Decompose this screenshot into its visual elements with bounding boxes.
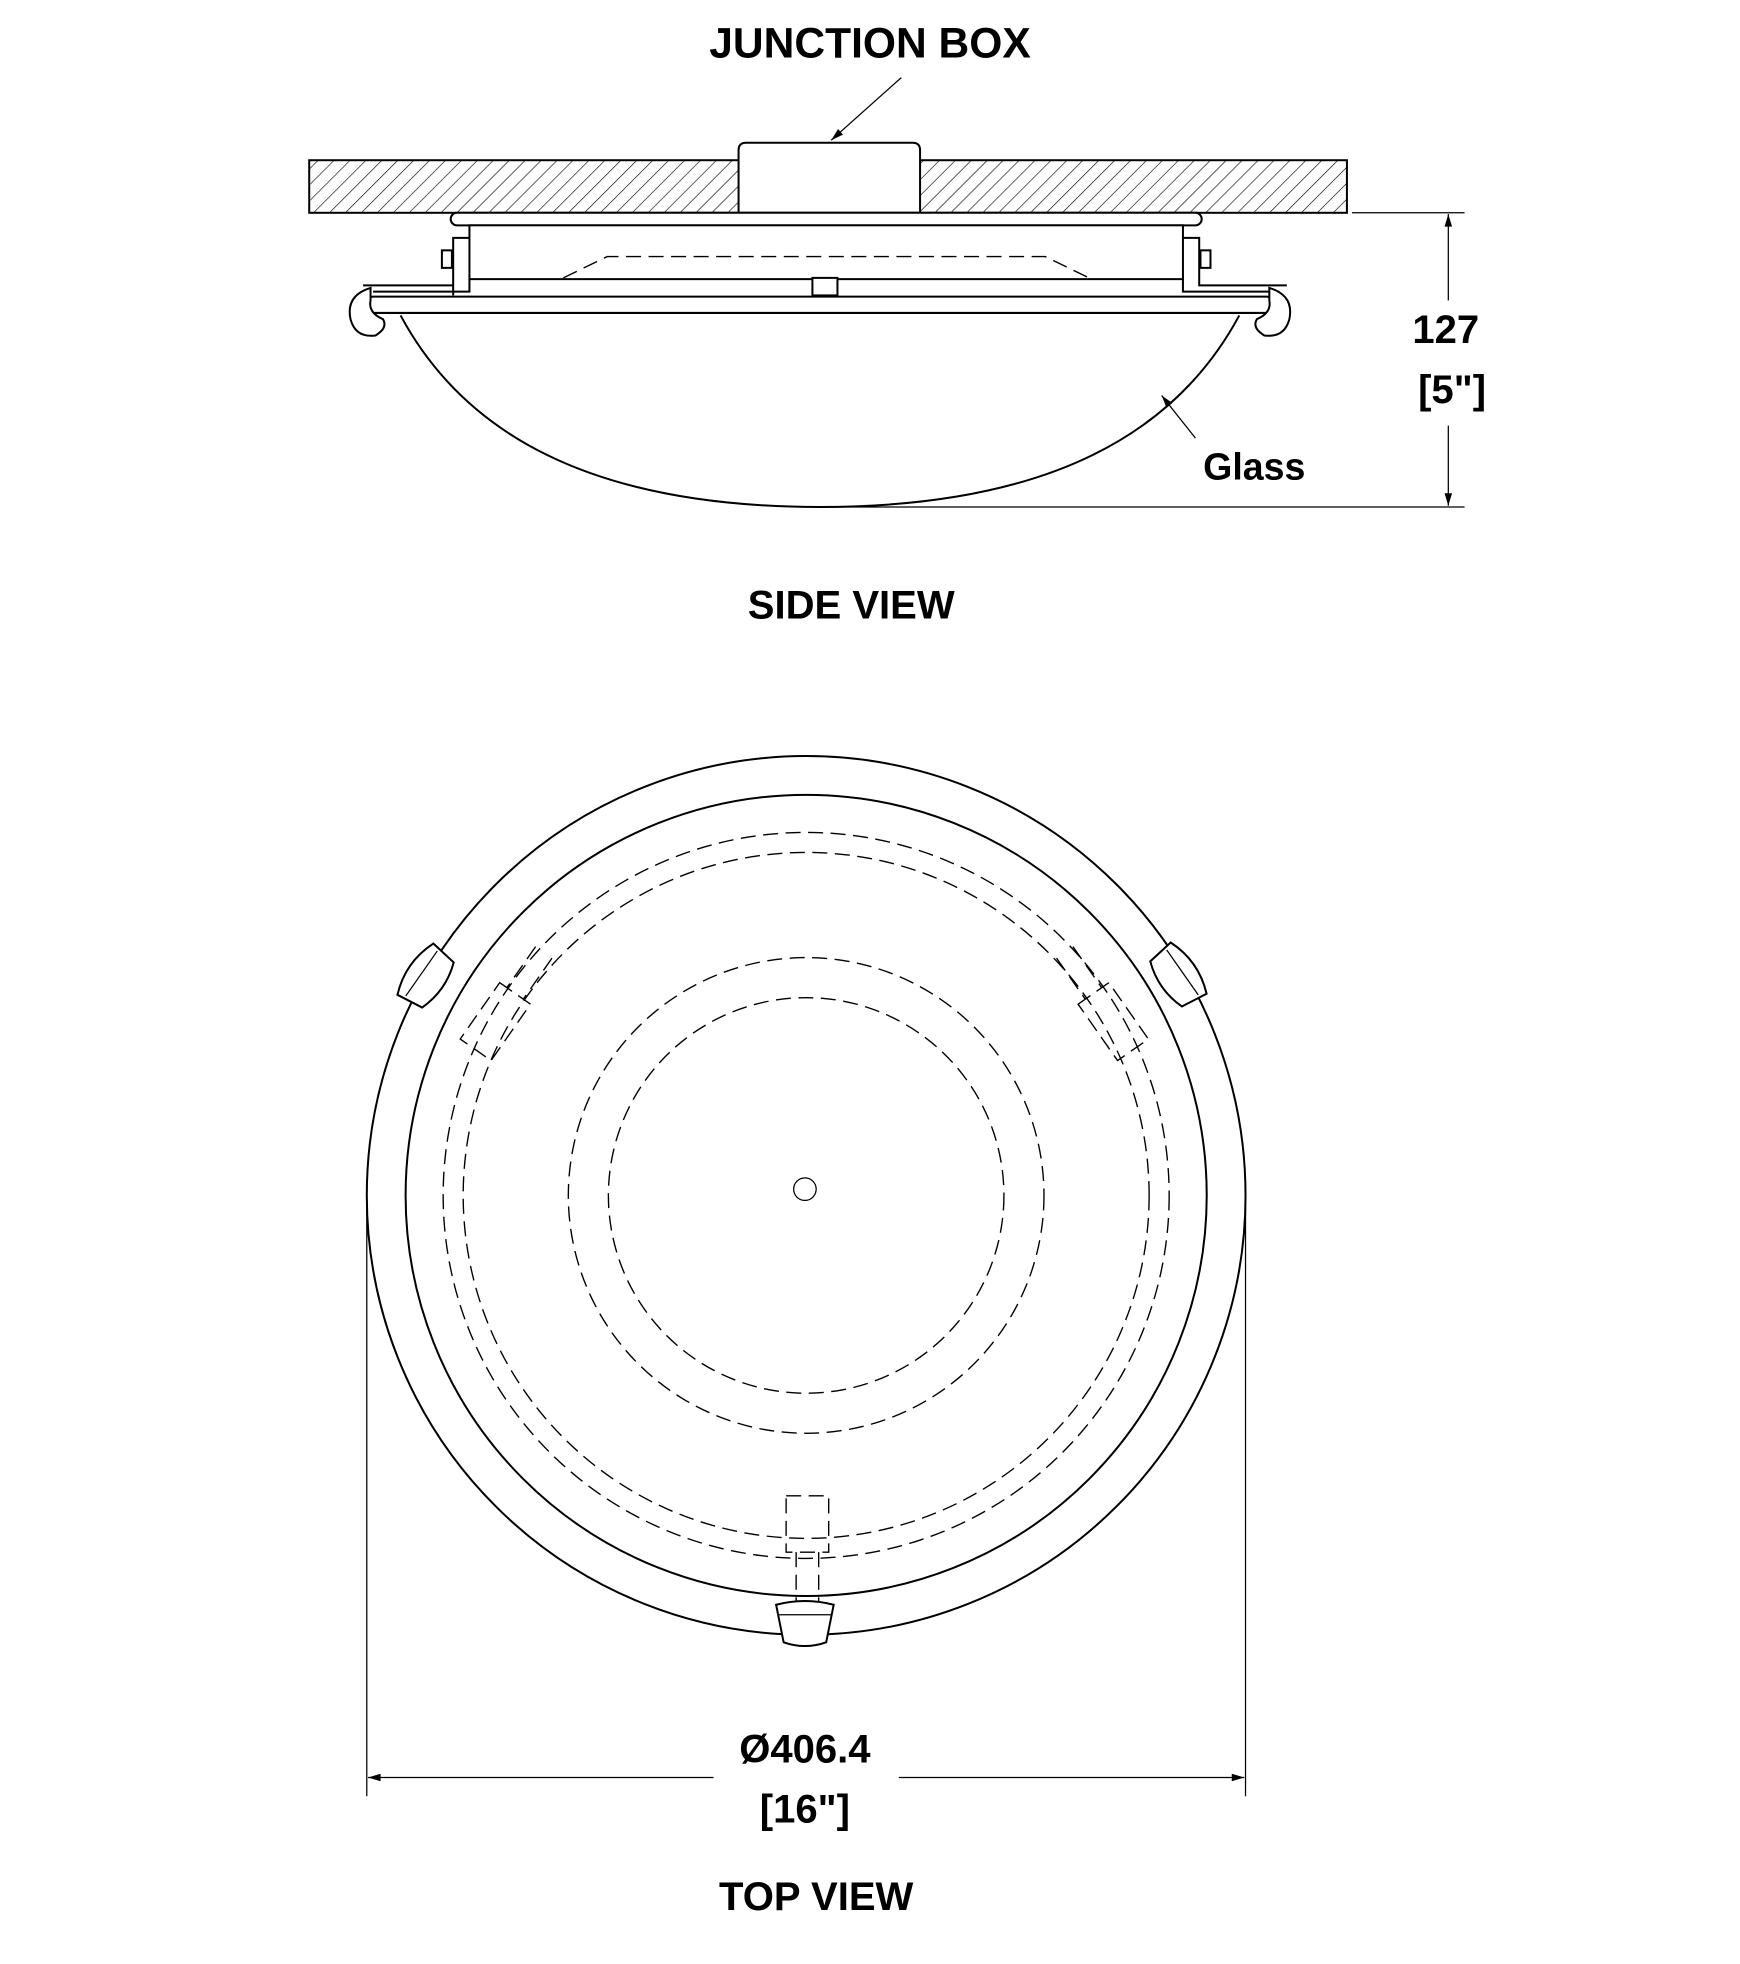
hidden-circle-1 [442, 831, 1170, 1560]
bracket-left [363, 236, 471, 296]
top-view: Ø406.4 [16"] TOP VIEW [365, 755, 1247, 1919]
junction-box-leader [830, 77, 902, 141]
canopy-plate [449, 211, 1203, 227]
glass-label: Glass [1203, 445, 1305, 487]
top-view-title: TOP VIEW [719, 1875, 914, 1919]
hidden-circle-4 [607, 996, 1005, 1394]
junction-box [737, 141, 922, 214]
screw-left [440, 249, 453, 269]
hidden-bracket-right [1055, 946, 1150, 1062]
glass-rim [365, 295, 1275, 314]
clip-bottom [774, 1599, 835, 1648]
clip-top-left [396, 942, 455, 1009]
clip-left [348, 286, 386, 337]
junction-box-label: JUNCTION BOX [709, 20, 1030, 68]
hidden-circle-3 [567, 956, 1045, 1434]
hidden-bracket-bottom [785, 1495, 830, 1603]
screw-right [1199, 249, 1212, 269]
center-knob [793, 1177, 817, 1202]
height-mm: 127 [1412, 308, 1479, 352]
side-view-title: SIDE VIEW [748, 583, 955, 627]
clip-right [1254, 286, 1292, 337]
hidden-circle-2 [462, 851, 1150, 1540]
diameter-mm: Ø406.4 [739, 1727, 871, 1771]
side-view: JUNCTION BOX Glass 127 [5"] SIDE VIEW [308, 20, 1486, 627]
inner-rim [404, 793, 1208, 1597]
glass-leader [1161, 395, 1196, 439]
height-in: [5"] [1418, 368, 1486, 412]
knob [811, 276, 839, 297]
bracket-right [1181, 236, 1287, 293]
hidden-bracket-left [459, 946, 553, 1062]
glass-bowl [399, 314, 1241, 508]
clip-top-right [1149, 941, 1208, 1008]
canopy-body [468, 224, 1184, 281]
outer-rim [365, 755, 1247, 1636]
lamp-outline-hidden [563, 255, 1090, 279]
diameter-in: [16"] [760, 1788, 850, 1832]
